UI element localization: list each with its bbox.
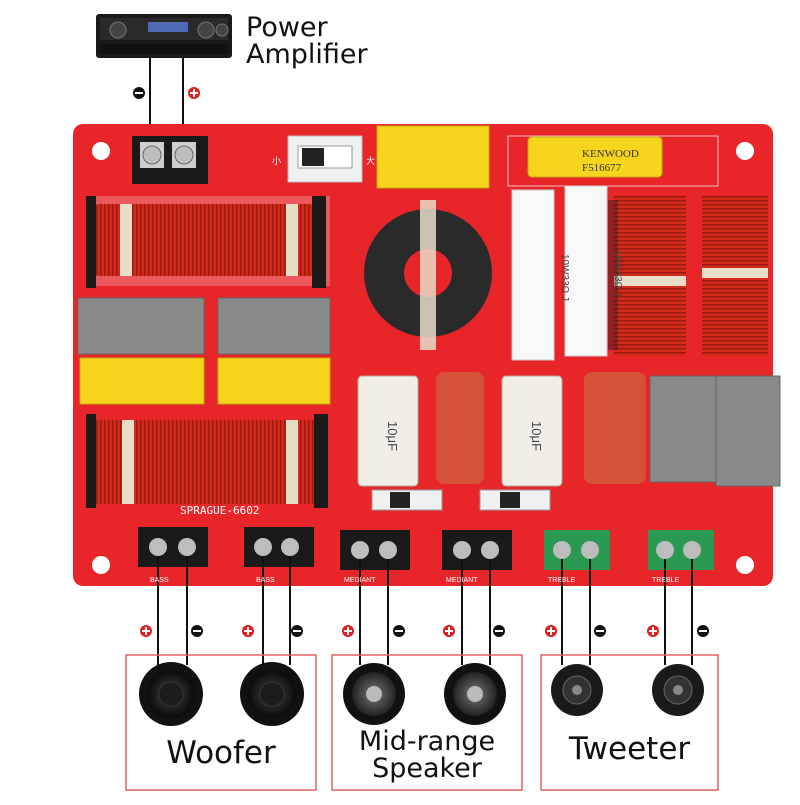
midrange-label-line2: Speaker — [372, 753, 482, 784]
capacitor-c8 — [501, 375, 563, 487]
level-switch-top — [287, 135, 363, 183]
resistor-r3 — [564, 185, 608, 357]
terminal-label-3: MEDIANT — [344, 577, 376, 584]
terminal-treble-1 — [544, 530, 610, 570]
woofer-speaker-1 — [139, 662, 203, 726]
terminal-label-6: TREBLE — [652, 577, 680, 584]
kenwood-code-label: F516677 — [582, 162, 622, 174]
board-model-label: SPRAGUE-6602 — [180, 504, 259, 517]
terminal-label-1: BASS — [150, 577, 169, 584]
power-amplifier — [96, 14, 232, 58]
terminal-label-5: TREBLE — [548, 577, 576, 584]
inductor-l1 — [86, 196, 330, 288]
terminal-bass-2 — [244, 527, 314, 567]
woofer-group-frame — [125, 654, 317, 791]
cap-value-left: 10μF — [385, 421, 400, 451]
tweeter-1 — [551, 664, 603, 716]
capacitor-yellow-2 — [217, 357, 331, 405]
terminal-label-2: BASS — [256, 577, 275, 584]
capacitor-grey-3 — [649, 375, 717, 483]
power-amplifier-line2: Amplifier — [246, 39, 368, 70]
terminal-mid-1 — [340, 530, 410, 570]
terminal-label-4: MEDIANT — [446, 577, 478, 584]
capacitor-kenwood — [507, 135, 719, 187]
kenwood-brand-label: KENWOOD — [582, 148, 639, 160]
resistor-left-label: 10W33Ω J — [559, 254, 570, 301]
inductor-l3 — [608, 196, 686, 356]
woofer-speaker-2 — [240, 662, 304, 726]
inductor-l4 — [702, 196, 768, 356]
capacitor-grey-1 — [77, 297, 205, 355]
power-amplifier-line1: Power — [246, 12, 328, 43]
inductor-l2 — [86, 414, 328, 508]
tweeter-2 — [652, 664, 704, 716]
midrange-speaker-2 — [444, 663, 506, 725]
resistor-right-label: 10W33Ω J — [612, 250, 623, 297]
terminal-mid-2 — [442, 530, 512, 570]
midrange-group-frame — [331, 654, 523, 791]
terminal-treble-2 — [648, 530, 714, 570]
capacitor-c6 — [357, 375, 419, 487]
midrange-label-line1: Mid-range — [358, 726, 496, 757]
cap-value-right: 10μF — [529, 421, 544, 451]
toroid-inductor — [364, 200, 492, 350]
input-terminal-block — [132, 136, 208, 184]
switch-small-label: 小 — [272, 156, 281, 167]
tweeter-label: Tweeter — [568, 731, 691, 767]
midrange-label: Mid-range Speaker — [334, 728, 520, 782]
midrange-speaker-1 — [343, 663, 405, 725]
capacitor-orange-2 — [584, 372, 646, 484]
capacitor-c5 — [376, 125, 490, 189]
power-amplifier-label: Power Amplifier — [246, 14, 368, 68]
resistor-r2 — [511, 189, 555, 361]
terminal-bass-1 — [138, 527, 208, 567]
tweeter-group-frame — [540, 654, 719, 791]
woofer-label: Woofer — [166, 735, 276, 771]
polarity-markers — [140, 625, 709, 637]
capacitor-orange-1 — [436, 372, 484, 484]
switch-big-label: 大 — [366, 155, 375, 167]
speaker-wires — [157, 556, 693, 665]
capacitor-yellow-1 — [79, 357, 205, 405]
capacitor-grey-4 — [715, 375, 781, 487]
capacitor-grey-2 — [217, 297, 331, 355]
